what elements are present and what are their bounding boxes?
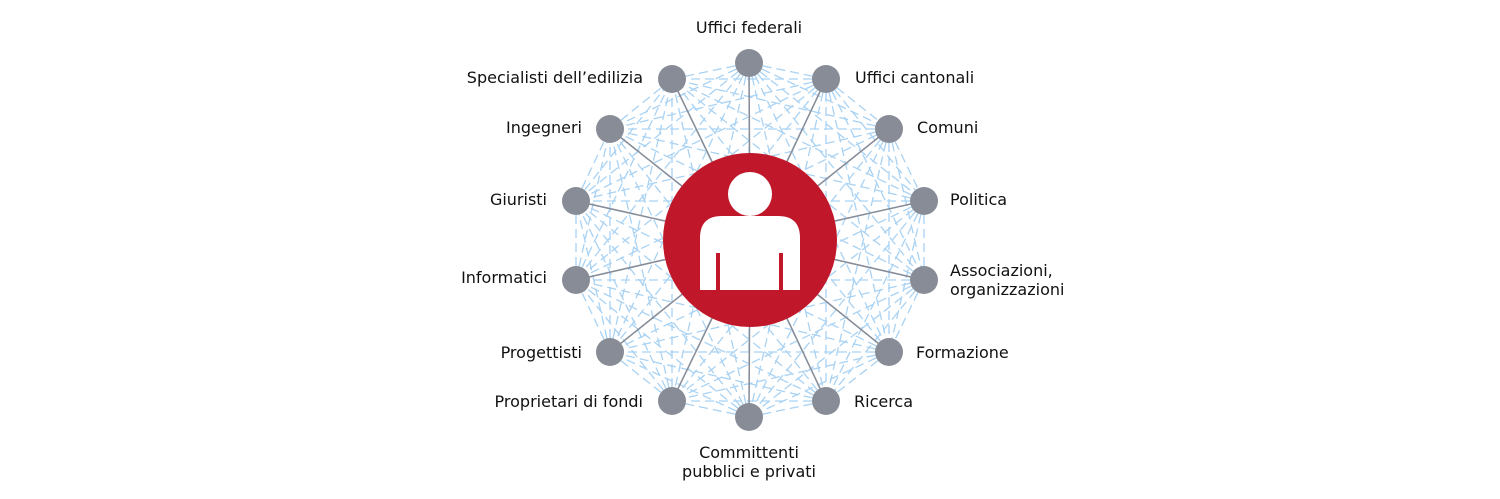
- mesh-link: [748, 279, 925, 418]
- mesh-link: [748, 62, 925, 202]
- person-icon-head: [728, 172, 772, 216]
- mesh-link: [609, 78, 673, 353]
- mesh-link: [671, 351, 890, 402]
- mesh-link: [575, 78, 827, 202]
- actor-node: [658, 65, 686, 93]
- mesh-link: [575, 62, 750, 202]
- mesh-link: [825, 128, 890, 402]
- node-label: Giuristi: [489, 190, 547, 209]
- mesh-link: [575, 78, 673, 281]
- actor-node: [735, 49, 763, 77]
- actor-node: [812, 387, 840, 415]
- actor-node: [875, 338, 903, 366]
- node-label: Progettisti: [500, 343, 582, 362]
- actor-node: [735, 403, 763, 431]
- mesh-link: [748, 62, 925, 281]
- node-label: Specialisti dell’edilizia: [466, 68, 643, 87]
- mesh-link: [609, 351, 827, 402]
- mesh-link: [609, 128, 673, 402]
- actor-node: [562, 187, 590, 215]
- node-label: Associazioni, organizzazioni: [950, 261, 1065, 299]
- node-label: Uffici cantonali: [855, 68, 975, 87]
- mesh-link: [671, 279, 925, 402]
- actor-node: [658, 387, 686, 415]
- mesh-link: [671, 78, 890, 130]
- mesh-link: [825, 200, 925, 402]
- mesh-link: [575, 200, 750, 418]
- node-label: Politica: [950, 190, 1008, 209]
- node-label: Informatici: [461, 268, 547, 287]
- person-icon-arm-line: [779, 253, 783, 290]
- actor-node: [596, 338, 624, 366]
- node-label: Proprietari di fondi: [494, 392, 643, 411]
- node-label: Committenti pubblici e privati: [682, 443, 816, 481]
- actor-node: [812, 65, 840, 93]
- mesh-link: [671, 78, 925, 202]
- mesh-link: [575, 279, 750, 418]
- mesh-link: [748, 62, 890, 130]
- node-label: Formazione: [916, 343, 1009, 362]
- person-icon-arm-line: [716, 253, 720, 290]
- person-icon-body: [700, 216, 800, 290]
- mesh-link: [575, 200, 673, 402]
- node-label: Ricerca: [854, 392, 914, 411]
- actor-node: [910, 187, 938, 215]
- node-label: Comuni: [917, 118, 979, 137]
- actor-node: [910, 266, 938, 294]
- mesh-link: [575, 279, 827, 402]
- mesh-link: [825, 78, 925, 281]
- node-label: Uffici federali: [695, 18, 803, 37]
- actor-node: [562, 266, 590, 294]
- node-label: Ingegneri: [505, 118, 582, 137]
- mesh-link: [575, 62, 750, 281]
- actor-node: [596, 115, 624, 143]
- actor-node: [875, 115, 903, 143]
- mesh-link: [609, 78, 827, 130]
- mesh-link: [748, 200, 925, 418]
